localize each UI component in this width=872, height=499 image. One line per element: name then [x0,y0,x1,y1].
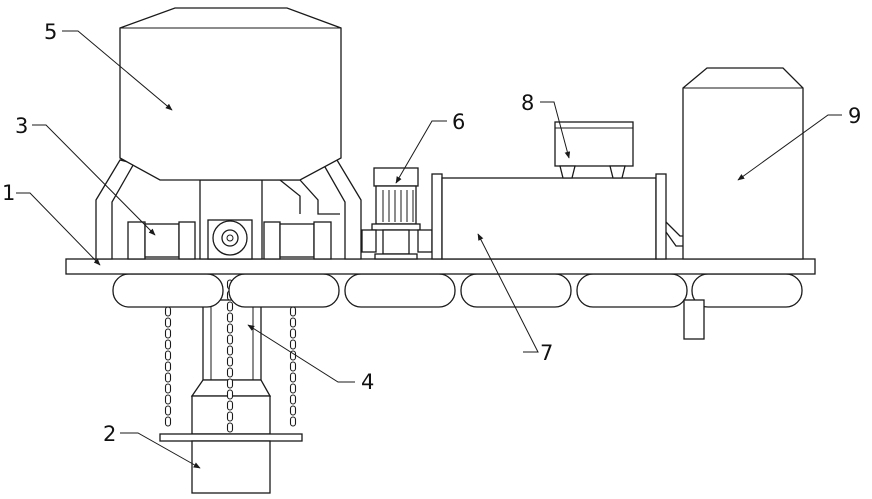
label-4: 4 [361,370,374,394]
chain-link [166,406,171,415]
chain-link [228,346,233,355]
chain-link [166,373,171,382]
chain-link [291,307,296,316]
chain-link [291,318,296,327]
chain-link [166,340,171,349]
label-5: 5 [44,20,57,44]
chain-link [291,384,296,393]
chain-link [166,351,171,360]
chain-link [228,324,233,333]
part-1-deck [66,259,815,274]
chain-link [228,302,233,311]
label-1: 1 [2,181,15,205]
chain-link [166,395,171,404]
chain-link [228,423,233,432]
label-2: 2 [103,422,116,446]
chain-link [291,417,296,426]
chain-link [228,357,233,366]
chain-link [166,417,171,426]
chain-link [166,307,171,316]
chain-link [166,318,171,327]
part-9-tower [683,68,803,259]
chain-link [291,406,296,415]
chain-link [228,401,233,410]
label-6: 6 [452,110,465,134]
chain-link [291,395,296,404]
part-3-drive [128,220,331,259]
chain-link [291,340,296,349]
chain-link [228,390,233,399]
label-9: 9 [848,104,861,128]
chain-link [228,368,233,377]
chain-link [291,362,296,371]
chain-link [166,362,171,371]
chain-link [228,412,233,421]
outlet-pipe [684,300,704,339]
label-8: 8 [521,91,534,115]
chain-link [291,329,296,338]
chain-link [228,379,233,388]
label-7: 7 [540,341,553,365]
part-7-drum [432,174,706,259]
chain-link [166,384,171,393]
chain-link [228,313,233,322]
chain-link [291,373,296,382]
label-3: 3 [15,114,28,138]
chain-link [166,329,171,338]
chain-link [228,335,233,344]
